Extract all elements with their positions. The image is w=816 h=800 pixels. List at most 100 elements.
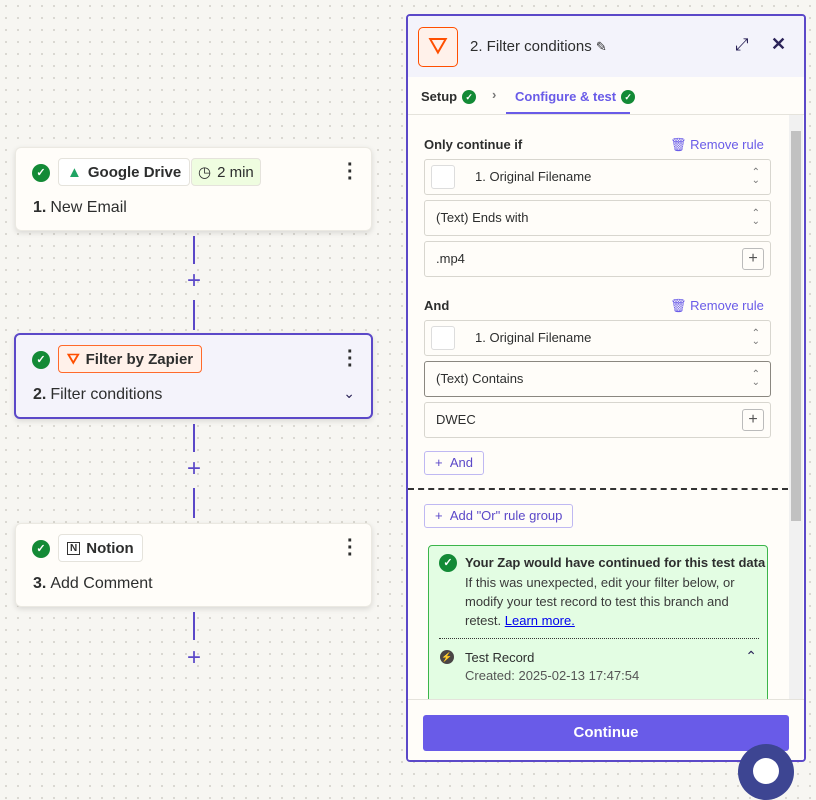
help-chat-button[interactable] bbox=[738, 744, 794, 800]
delay-badge: ◷ 2 min bbox=[191, 158, 261, 186]
connector bbox=[193, 236, 195, 264]
filter-icon: ⛛ bbox=[418, 27, 458, 67]
step-card-3[interactable]: ✓ N Notion ··· 3.Add Comment bbox=[15, 523, 372, 607]
button-label: And bbox=[449, 455, 473, 470]
add-or-group-button[interactable]: + Add "Or" rule group bbox=[424, 504, 574, 528]
add-step-button[interactable]: + bbox=[186, 267, 201, 294]
pencil-icon[interactable]: ✎ bbox=[595, 39, 607, 54]
lightning-icon: ⚡ bbox=[440, 650, 454, 664]
result-title: Your Zap would have continued for this t… bbox=[465, 555, 766, 570]
condition-select[interactable]: (Text) Contains ⌃⌄ bbox=[424, 361, 771, 397]
active-tab-indicator bbox=[506, 112, 630, 114]
tab-configure-test[interactable]: Configure & test ✓ bbox=[515, 89, 636, 104]
chevron-down-icon[interactable]: ⌄ bbox=[343, 385, 355, 401]
field-value: 1. Original Filename bbox=[475, 330, 592, 345]
learn-more-link[interactable]: Learn more. bbox=[504, 613, 575, 628]
condition-select[interactable]: (Text) Ends with ⌃⌄ bbox=[424, 200, 771, 236]
google-drive-icon bbox=[431, 326, 455, 350]
condition-value: (Text) Contains bbox=[436, 371, 524, 386]
check-icon: ✓ bbox=[621, 89, 636, 104]
select-arrows-icon: ⌃⌄ bbox=[751, 328, 760, 347]
result-body: If this was unexpected, edit your filter… bbox=[465, 575, 735, 628]
remove-label: Remove rule bbox=[690, 137, 764, 152]
trash-icon: 🗑 bbox=[670, 137, 687, 152]
connector bbox=[193, 300, 195, 330]
tab-label: Configure & test bbox=[515, 89, 617, 104]
field-select[interactable]: 1. Original Filename ⌃⌄ bbox=[424, 159, 771, 195]
panel-header: ⛛ 2. Filter conditions ✎ ⤢ ✕ bbox=[408, 16, 804, 77]
step-card-1[interactable]: ✓ ▲ Google Drive ◷ 2 min ··· 1.New Email bbox=[15, 147, 372, 231]
field-value: 1. Original Filename bbox=[475, 169, 592, 184]
step-name: Filter conditions bbox=[50, 386, 163, 403]
step-number: 3. bbox=[33, 575, 47, 592]
add-step-button[interactable]: + bbox=[186, 644, 201, 671]
filter-rules: Only continue if 🗑 Remove rule 1. Origin… bbox=[408, 115, 788, 699]
step-title: 1.New Email bbox=[33, 199, 127, 217]
value-text: .mp4 bbox=[436, 251, 465, 266]
add-and-button[interactable]: + And bbox=[424, 451, 484, 475]
button-label: Add "Or" rule group bbox=[449, 508, 563, 523]
test-record-title[interactable]: Test Record bbox=[465, 650, 535, 665]
divider bbox=[439, 638, 759, 639]
group-label: And bbox=[424, 298, 450, 313]
check-icon: ✓ bbox=[462, 89, 477, 104]
scrollbar-thumb[interactable] bbox=[791, 131, 801, 521]
app-badge: N Notion bbox=[58, 534, 143, 562]
test-record-created: Created: 2025-02-13 17:47:54 bbox=[465, 668, 640, 683]
step-number: 1. bbox=[33, 199, 47, 216]
app-name: Filter by Zapier bbox=[85, 350, 194, 368]
chevron-up-icon[interactable]: ⌃ bbox=[745, 648, 757, 664]
check-icon: ✓ bbox=[32, 540, 50, 558]
field-select[interactable]: 1. Original Filename ⌃⌄ bbox=[424, 320, 771, 356]
condition-value: (Text) Ends with bbox=[436, 210, 529, 225]
step-card-2[interactable]: ✓ ⛛ Filter by Zapier ··· 2.Filter conditi… bbox=[14, 333, 373, 419]
connector bbox=[193, 424, 195, 452]
select-arrows-icon: ⌃⌄ bbox=[751, 167, 760, 186]
filter-icon: ⛛ bbox=[67, 350, 80, 368]
app-badge: ⛛ Filter by Zapier bbox=[58, 345, 203, 373]
chat-icon bbox=[753, 758, 779, 784]
more-menu-icon[interactable]: ··· bbox=[347, 341, 354, 377]
connector bbox=[193, 488, 195, 518]
app-name: Notion bbox=[86, 539, 134, 557]
more-menu-icon[interactable]: ··· bbox=[347, 530, 354, 566]
more-menu-icon[interactable]: ··· bbox=[347, 154, 354, 190]
group-label: Only continue if bbox=[424, 137, 523, 152]
remove-label: Remove rule bbox=[690, 298, 764, 313]
tabs: Setup✓ › Configure & test ✓ bbox=[408, 77, 804, 115]
app-badge: ▲ Google Drive bbox=[58, 158, 191, 186]
step-title: 2.Filter conditions bbox=[33, 386, 162, 404]
value-input[interactable]: .mp4 + bbox=[424, 241, 771, 277]
select-arrows-icon: ⌃⌄ bbox=[751, 369, 760, 388]
notion-icon: N bbox=[67, 541, 81, 555]
panel-title[interactable]: 2. Filter conditions bbox=[470, 38, 592, 55]
remove-rule-button[interactable]: 🗑 Remove rule bbox=[670, 137, 764, 153]
step-name: Add Comment bbox=[50, 575, 153, 592]
step-editor-panel: ⛛ 2. Filter conditions ✎ ⤢ ✕ Setup✓ › Co… bbox=[406, 14, 806, 762]
insert-data-button[interactable]: + bbox=[742, 248, 764, 270]
check-icon: ✓ bbox=[32, 351, 50, 369]
google-drive-icon bbox=[431, 165, 455, 189]
test-result-box: ✓ Your Zap would have continued for this… bbox=[428, 545, 768, 699]
tab-setup[interactable]: Setup✓ bbox=[421, 89, 477, 104]
connector bbox=[193, 612, 195, 640]
continue-button[interactable]: Continue bbox=[423, 715, 789, 751]
expand-icon[interactable]: ⤢ bbox=[735, 35, 749, 54]
step-number: 2. bbox=[33, 386, 47, 403]
add-step-button[interactable]: + bbox=[186, 455, 201, 482]
insert-data-button[interactable]: + bbox=[742, 409, 764, 431]
check-icon: ✓ bbox=[439, 554, 457, 572]
clock-icon: ◷ bbox=[198, 164, 212, 181]
value-input[interactable]: DWEC + bbox=[424, 402, 771, 438]
chevron-right-icon: › bbox=[492, 87, 497, 102]
google-drive-icon: ▲ bbox=[67, 163, 82, 181]
check-icon: ✓ bbox=[32, 164, 50, 182]
delay-text: 2 min bbox=[217, 163, 254, 181]
select-arrows-icon: ⌃⌄ bbox=[751, 208, 760, 227]
panel-footer: Continue bbox=[408, 699, 804, 760]
scrollbar[interactable] bbox=[789, 115, 803, 699]
close-icon[interactable]: ✕ bbox=[771, 34, 787, 54]
remove-rule-button[interactable]: 🗑 Remove rule bbox=[670, 298, 764, 314]
app-name: Google Drive bbox=[87, 163, 182, 181]
value-text: DWEC bbox=[436, 412, 476, 427]
